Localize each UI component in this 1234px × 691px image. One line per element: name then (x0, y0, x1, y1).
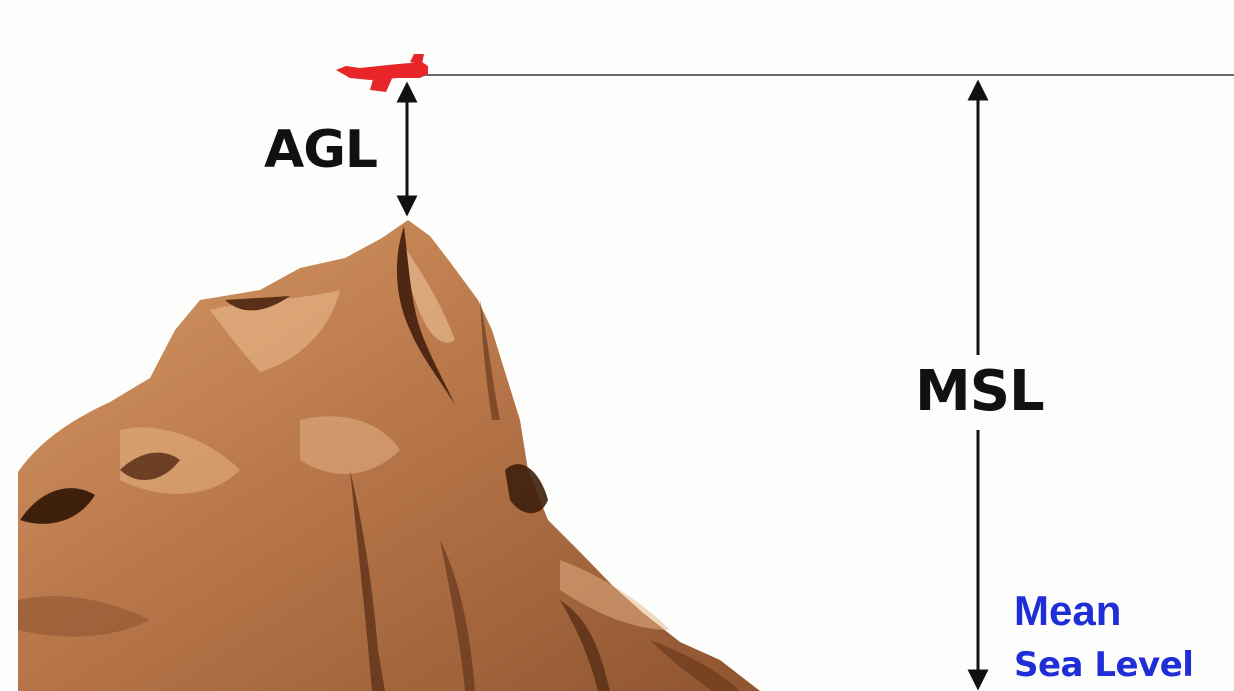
mountain (18, 220, 760, 691)
agl-label: AGL (264, 124, 377, 176)
sea-level-label: Sea Level (1014, 648, 1193, 682)
msl-label: MSL (913, 364, 1046, 420)
mean-label: Mean (1014, 590, 1121, 632)
airplane-icon (336, 54, 428, 92)
